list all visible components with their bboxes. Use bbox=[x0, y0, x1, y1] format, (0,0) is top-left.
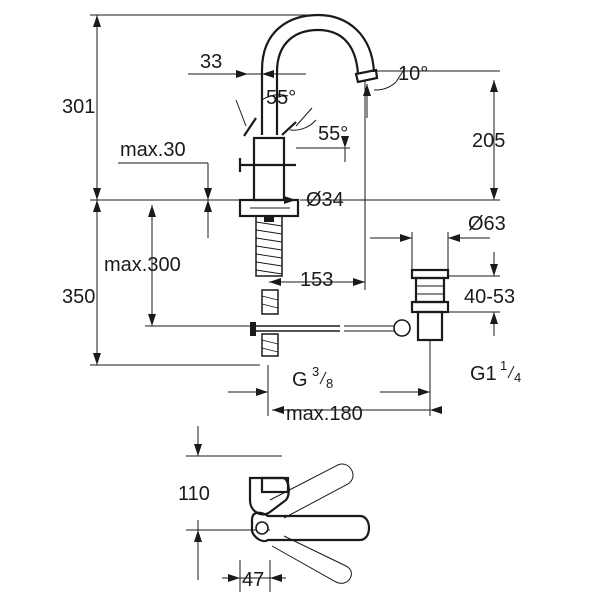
svg-text:3: 3 bbox=[312, 364, 319, 379]
label-g1-1-4: G1 1 4 bbox=[470, 358, 521, 385]
label-350: 350 bbox=[62, 286, 95, 308]
label-max300: max.300 bbox=[104, 254, 181, 276]
label-g-3-8: G 3 8 bbox=[292, 364, 333, 391]
label-max180: max.180 bbox=[286, 403, 363, 425]
label-301: 301 bbox=[62, 96, 95, 118]
label-153: 153 bbox=[300, 269, 333, 291]
faucet-top-view bbox=[186, 426, 371, 592]
svg-text:8: 8 bbox=[326, 376, 333, 391]
top-handle bbox=[248, 476, 290, 516]
label-55deg-a: 55° bbox=[266, 87, 296, 109]
label-47: 47 bbox=[242, 569, 264, 591]
svg-text:G1: G1 bbox=[470, 363, 497, 385]
arrowheads bbox=[93, 15, 498, 582]
faucet-body bbox=[252, 136, 286, 202]
label-110: 110 bbox=[178, 483, 210, 505]
label-max30: max.30 bbox=[120, 139, 186, 161]
svg-text:4: 4 bbox=[514, 370, 521, 385]
svg-text:1: 1 bbox=[500, 358, 507, 373]
shank-thread bbox=[255, 221, 283, 275]
waste-valve bbox=[393, 268, 450, 342]
spout-inner bbox=[275, 28, 360, 135]
svg-text:G: G bbox=[292, 369, 308, 391]
supply-hose bbox=[261, 289, 279, 315]
label-33: 33 bbox=[200, 51, 222, 73]
label-205: 205 bbox=[472, 130, 505, 152]
top-spout bbox=[250, 511, 371, 543]
dimension-labels: 301 33 10° 55° 55° 205 max.30 Ø34 Ø63 ma… bbox=[62, 51, 521, 591]
label-d34: Ø34 bbox=[306, 189, 344, 211]
spout-tip bbox=[354, 68, 379, 84]
label-d63: Ø63 bbox=[468, 213, 506, 235]
label-40-53: 40-53 bbox=[464, 286, 515, 308]
label-55deg-b: 55° bbox=[318, 123, 348, 145]
label-10deg: 10° bbox=[398, 63, 428, 85]
